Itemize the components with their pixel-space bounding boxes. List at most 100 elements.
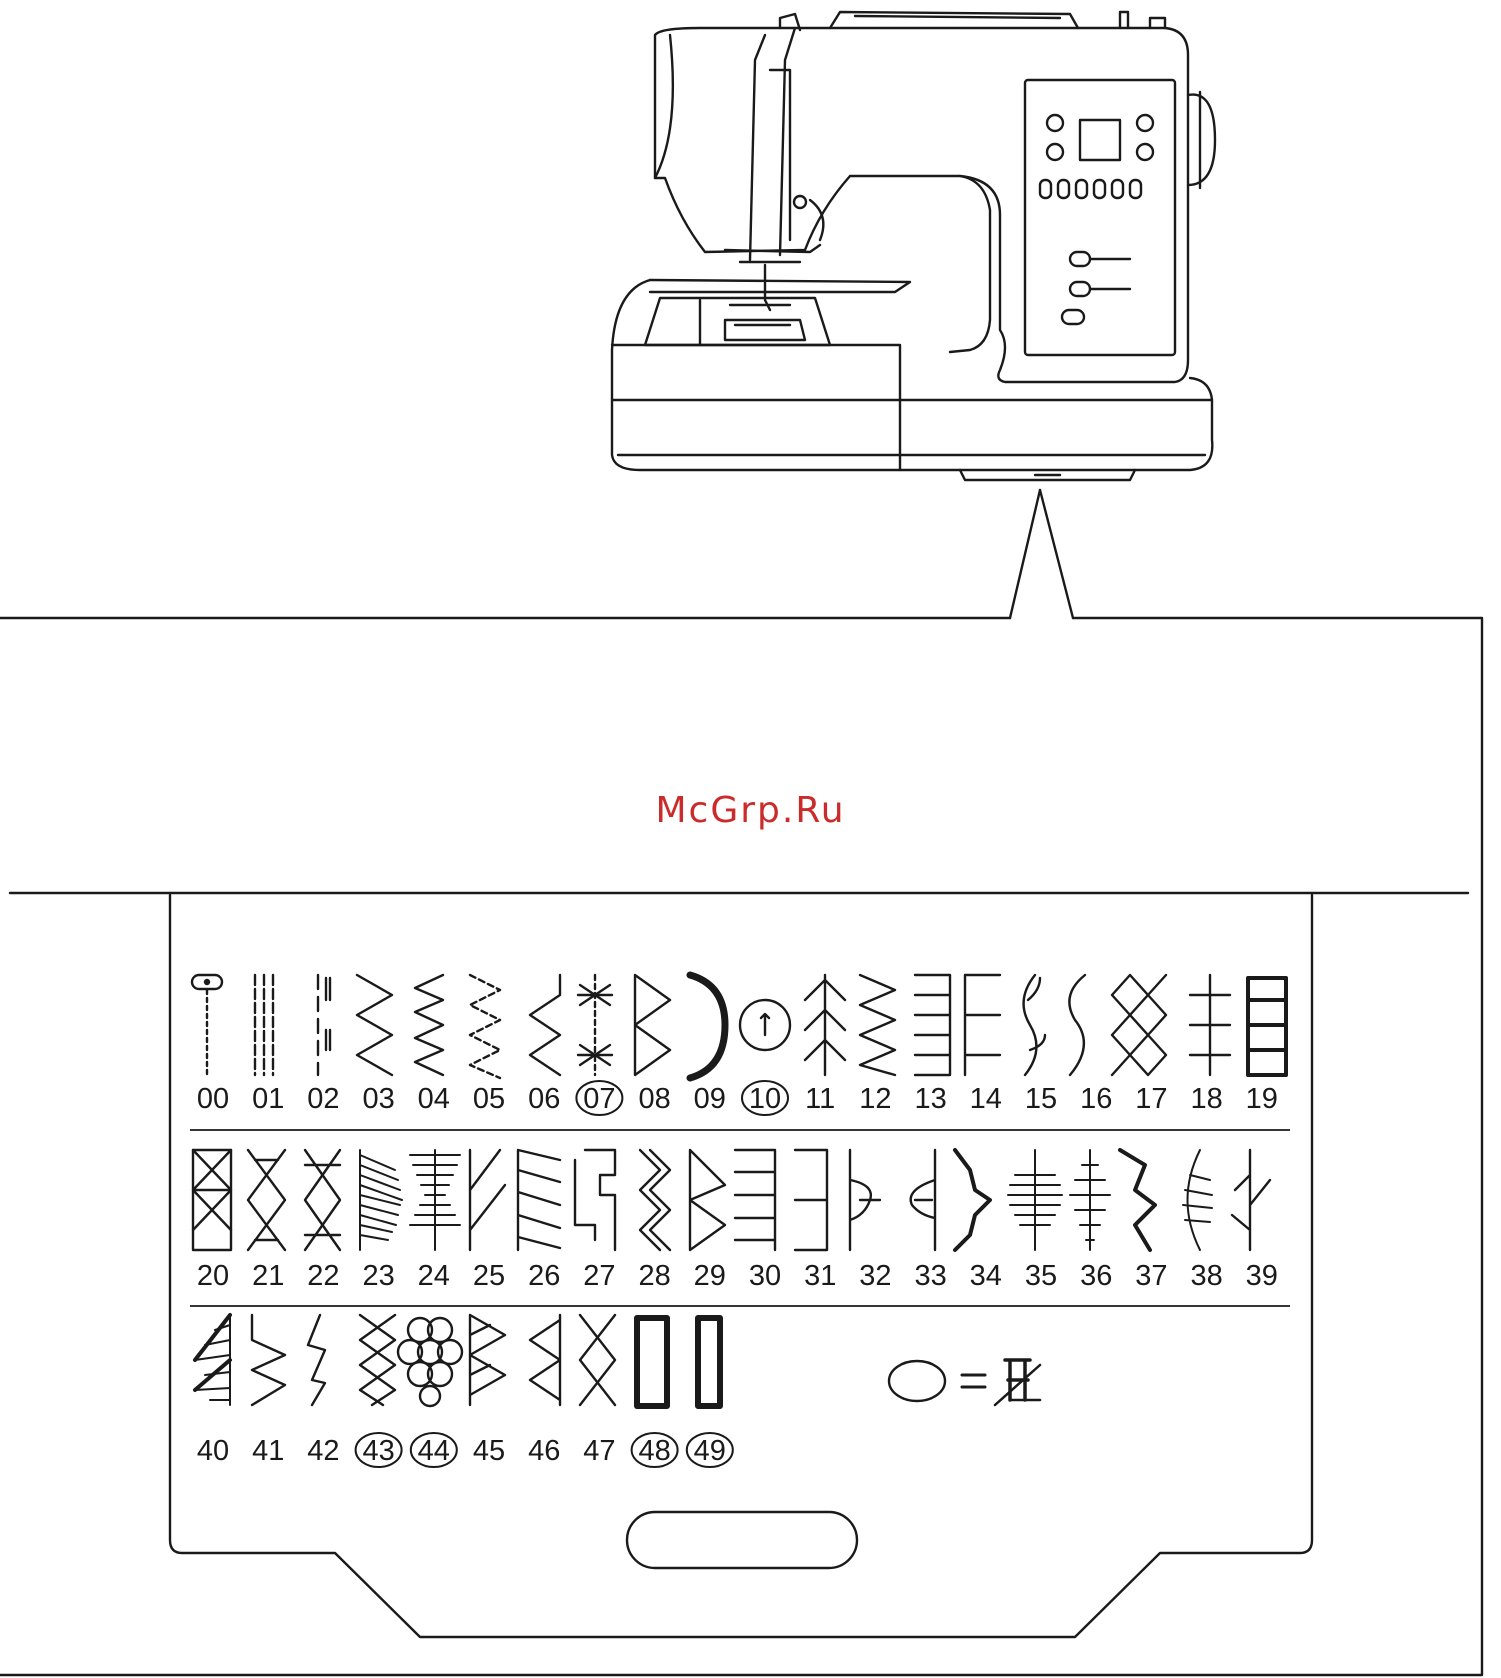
stitch-32-icon xyxy=(850,1150,880,1250)
stitch-23-icon xyxy=(360,1150,402,1250)
stitch-27-icon xyxy=(575,1150,615,1250)
stitch-04-icon xyxy=(415,975,443,1075)
stitch-number-31: 31 xyxy=(804,1260,836,1292)
stitch-number-48: 48 xyxy=(638,1435,670,1467)
stitch-number-46: 46 xyxy=(528,1435,560,1467)
stitch-00-icon xyxy=(192,975,222,1075)
stitch-number-14: 14 xyxy=(970,1083,1002,1115)
stitch-number-19: 19 xyxy=(1246,1083,1278,1115)
stitch-20-icon xyxy=(193,1150,231,1250)
stitch-47-icon xyxy=(580,1315,615,1405)
stitch-number-27: 27 xyxy=(583,1260,615,1292)
stitch-number-21: 21 xyxy=(252,1260,284,1292)
legend-equals-sign xyxy=(962,1375,985,1387)
stitch-09-icon xyxy=(690,975,725,1078)
stitch-21-icon xyxy=(248,1150,285,1250)
stitch-35-icon xyxy=(1008,1150,1062,1250)
stitch-number-24: 24 xyxy=(418,1260,450,1292)
stitch-number-35: 35 xyxy=(1025,1260,1057,1292)
stitch-number-49: 49 xyxy=(694,1435,726,1467)
stitch-number-44: 44 xyxy=(418,1435,450,1467)
stitch-07-icon xyxy=(578,975,612,1075)
stitch-number-05: 05 xyxy=(473,1083,505,1115)
stitch-22-icon xyxy=(305,1150,340,1250)
stitch-46-icon xyxy=(530,1315,560,1405)
stitch-number-13: 13 xyxy=(914,1083,946,1115)
stitch-44-icon xyxy=(398,1318,462,1406)
stitch-number-01: 01 xyxy=(252,1083,284,1115)
stitch-08-icon xyxy=(635,975,670,1075)
stitch-37-icon xyxy=(1120,1150,1155,1250)
stitch-number-40: 40 xyxy=(197,1435,229,1467)
stitch-31-icon xyxy=(795,1150,827,1250)
stitch-number-23: 23 xyxy=(362,1260,394,1292)
stitch-43-icon xyxy=(360,1315,395,1405)
stitch-34-icon xyxy=(955,1150,990,1250)
stitch-number-41: 41 xyxy=(252,1435,284,1467)
stitch-42-icon xyxy=(308,1315,325,1405)
stitch-02-icon xyxy=(318,975,330,1075)
stitch-28-icon xyxy=(640,1150,670,1250)
stitch-16-icon xyxy=(1069,975,1085,1075)
stitch-number-36: 36 xyxy=(1080,1260,1112,1292)
stitch-10-icon xyxy=(740,1000,790,1050)
stitch-48-icon xyxy=(637,1318,667,1406)
stitch-05-icon xyxy=(470,975,500,1078)
stitch-number-08: 08 xyxy=(638,1083,670,1115)
stitch-number-11: 11 xyxy=(805,1083,835,1115)
sewing-machine-icon xyxy=(612,12,1215,480)
stitch-number-04: 04 xyxy=(418,1083,450,1115)
stitch-49-icon xyxy=(698,1318,720,1406)
stitch-number-28: 28 xyxy=(638,1260,670,1292)
stitch-25-icon xyxy=(470,1150,505,1250)
stitch-number-34: 34 xyxy=(970,1260,1002,1292)
stitch-36-icon xyxy=(1070,1150,1110,1250)
stitch-number-25: 25 xyxy=(473,1260,505,1292)
stitch-30-icon xyxy=(735,1150,775,1250)
stitch-number-42: 42 xyxy=(307,1435,339,1467)
stitch-12-icon xyxy=(860,975,895,1075)
stitch-03-icon xyxy=(357,975,392,1075)
stitch-19-icon xyxy=(1248,978,1286,1075)
stitch-40-icon xyxy=(195,1315,230,1405)
stitch-17-icon xyxy=(1112,975,1166,1075)
stitch-number-10: 10 xyxy=(749,1083,781,1115)
stitch-number-29: 29 xyxy=(694,1260,726,1292)
stitch-patterns xyxy=(192,975,1286,1406)
stitch-number-38: 38 xyxy=(1190,1260,1222,1292)
stitch-13-icon xyxy=(915,975,950,1075)
stitch-number-37: 37 xyxy=(1135,1260,1167,1292)
stitch-number-45: 45 xyxy=(473,1435,505,1467)
legend-circle xyxy=(889,1361,945,1401)
stitch-number-07: 07 xyxy=(583,1083,615,1115)
stitch-number-33: 33 xyxy=(914,1260,946,1292)
stitch-number-26: 26 xyxy=(528,1260,560,1292)
stitch-number-02: 02 xyxy=(307,1083,339,1115)
stitch-24-icon xyxy=(410,1150,460,1250)
stitch-29-icon xyxy=(690,1150,725,1250)
stitch-01-icon xyxy=(255,975,273,1075)
stitch-number-03: 03 xyxy=(362,1083,394,1115)
stitch-number-22: 22 xyxy=(307,1260,339,1292)
stitch-number-39: 39 xyxy=(1246,1260,1278,1292)
presser-foot-icon xyxy=(995,1360,1040,1405)
stitch-number-32: 32 xyxy=(859,1260,891,1292)
stitch-number-47: 47 xyxy=(583,1435,615,1467)
stitch-number-20: 20 xyxy=(197,1260,229,1292)
stitch-number-18: 18 xyxy=(1190,1083,1222,1115)
stitch-number-30: 30 xyxy=(749,1260,781,1292)
stitch-38-icon xyxy=(1183,1150,1212,1250)
stitch-06-icon xyxy=(530,975,560,1075)
stitch-number-17: 17 xyxy=(1135,1083,1167,1115)
stitch-18-icon xyxy=(1190,975,1230,1075)
chart-handle-slot xyxy=(627,1512,857,1568)
watermark-text: McGrp.Ru xyxy=(0,790,1501,831)
stitch-41-icon xyxy=(252,1315,285,1405)
stitch-26-icon xyxy=(518,1150,560,1250)
stitch-number-06: 06 xyxy=(528,1083,560,1115)
stitch-number-12: 12 xyxy=(859,1083,891,1115)
stitch-number-00: 00 xyxy=(197,1083,229,1115)
stitch-15-icon xyxy=(1024,975,1045,1075)
stitch-39-icon xyxy=(1232,1150,1270,1250)
